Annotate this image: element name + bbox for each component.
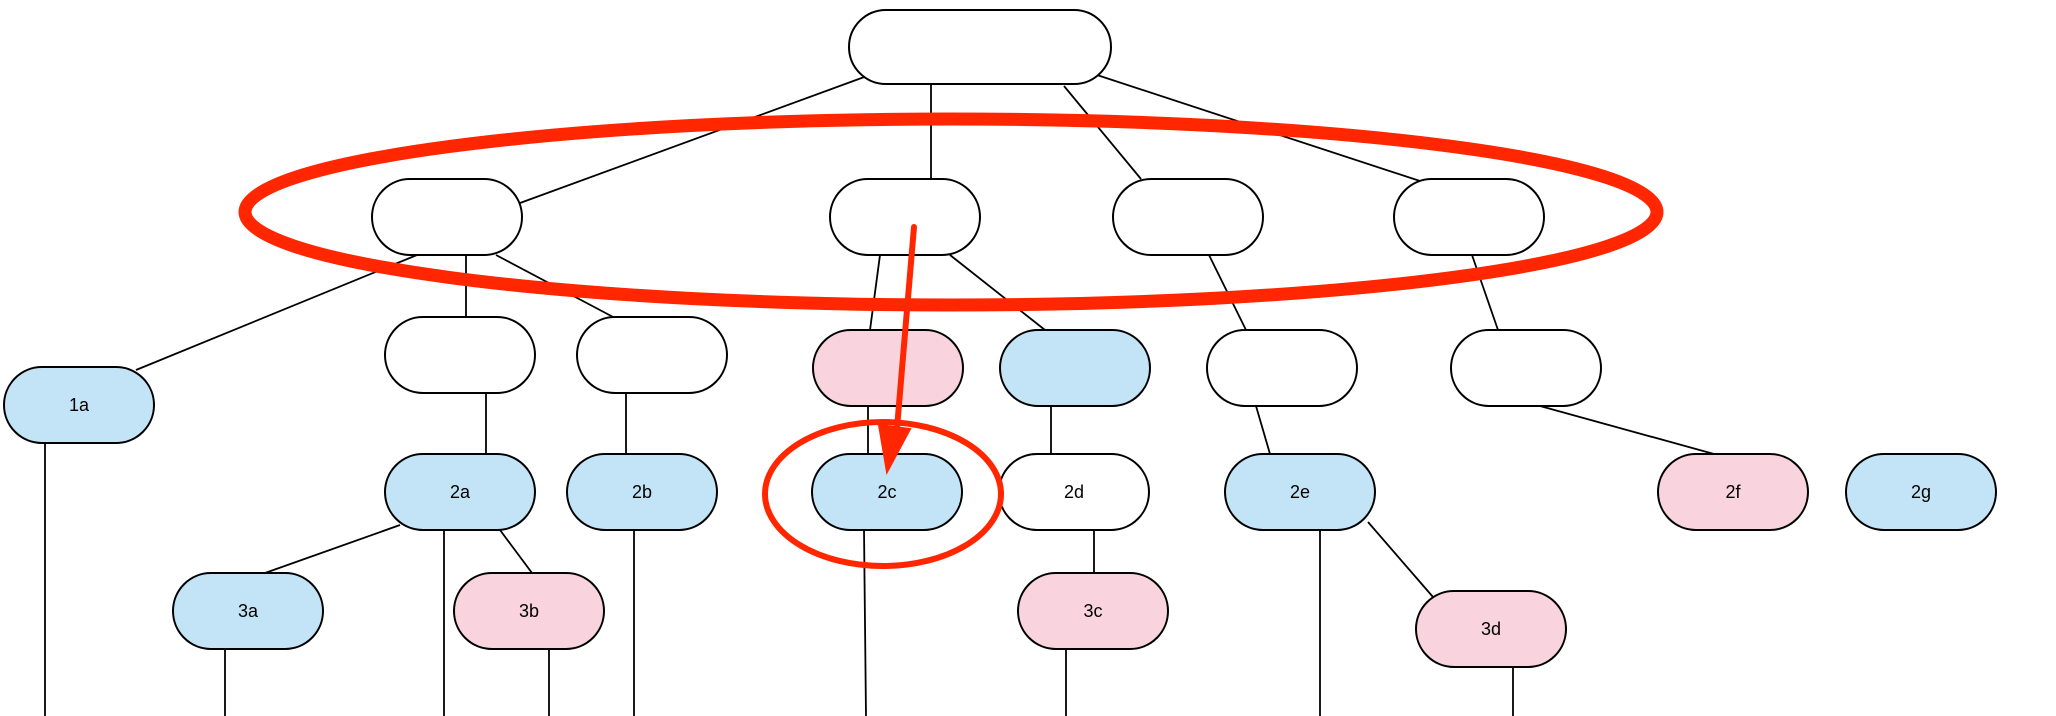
node-label-2d: 2d xyxy=(1064,482,1084,502)
node-mid-d xyxy=(1450,329,1602,407)
node-shape-level1-c xyxy=(1112,178,1264,256)
node-3b: 3b xyxy=(453,572,605,650)
edge-2a-to-3a xyxy=(264,524,401,574)
edge-root-to-level1-a xyxy=(519,75,868,204)
node-root xyxy=(848,9,1112,85)
node-2g: 2g xyxy=(1845,453,1997,531)
red-ellipse-annotation xyxy=(238,112,1664,312)
node-label-3a: 3a xyxy=(238,601,259,621)
node-label-2c: 2c xyxy=(877,482,896,502)
node-shape-mid-a xyxy=(384,316,536,394)
node-label-3b: 3b xyxy=(519,601,539,621)
node-label-1a: 1a xyxy=(69,395,90,415)
node-label-2g: 2g xyxy=(1911,482,1931,502)
node-label-3c: 3c xyxy=(1083,601,1102,621)
node-shape-level1-a xyxy=(371,178,523,256)
node-shape-3a xyxy=(172,572,324,650)
node-mid-c xyxy=(1206,329,1358,407)
node-shape-3d xyxy=(1415,590,1567,668)
node-shape-root xyxy=(848,9,1112,85)
node-shape-2f xyxy=(1657,453,1809,531)
node-label-2b: 2b xyxy=(632,482,652,502)
node-mid-b xyxy=(576,316,728,394)
node-level1-d xyxy=(1393,178,1545,256)
red-circle-annotation xyxy=(762,419,1004,569)
node-shape-mid-c xyxy=(1206,329,1358,407)
node-1a: 1a xyxy=(3,366,155,444)
node-2e: 2e xyxy=(1224,453,1376,531)
edge-root-to-level1-c xyxy=(1063,85,1142,180)
node-shape-1a xyxy=(3,366,155,444)
node-shape-mid-d xyxy=(1450,329,1602,407)
node-shape-mid-blue xyxy=(999,329,1151,407)
node-2c: 2c xyxy=(811,453,963,531)
node-shape-2b xyxy=(566,453,718,531)
edge-level1-d-to-mid-d xyxy=(1471,254,1499,331)
node-shape-2e xyxy=(1224,453,1376,531)
node-label-3d: 3d xyxy=(1481,619,1501,639)
node-shape-mid-b xyxy=(576,316,728,394)
node-mid-a xyxy=(384,316,536,394)
edge-level1-b-to-mid-blue xyxy=(949,254,1046,331)
node-shape-3b xyxy=(453,572,605,650)
node-label-2a: 2a xyxy=(450,482,471,502)
red-arrow-head xyxy=(877,423,912,476)
node-shape-2a xyxy=(384,453,536,531)
edge-2a-to-3b xyxy=(499,529,533,574)
node-label-2e: 2e xyxy=(1290,482,1310,502)
edge-mid-c-to-2e xyxy=(1255,405,1271,455)
node-mid-pink xyxy=(812,329,964,407)
edge-2e-to-3d xyxy=(1367,521,1434,598)
annotations-layer xyxy=(238,112,1664,569)
node-mid-blue xyxy=(999,329,1151,407)
node-3a: 3a xyxy=(172,572,324,650)
edge-continues-offscreen-4 xyxy=(863,529,867,716)
node-shape-3c xyxy=(1017,572,1169,650)
node-2d: 2d xyxy=(998,453,1150,531)
node-2a: 2a xyxy=(384,453,536,531)
nodes-layer: 1a 2a 2b 2c 2d 2e 2f 2g 3a 3b 3c 3d xyxy=(3,9,1997,668)
node-shape-2g xyxy=(1845,453,1997,531)
edge-level1-a-to-1a xyxy=(135,254,418,371)
edges-layer xyxy=(135,74,1715,598)
node-level1-a xyxy=(371,178,523,256)
node-shape-level1-d xyxy=(1393,178,1545,256)
node-label-2f: 2f xyxy=(1725,482,1741,502)
node-level1-b xyxy=(829,178,981,256)
node-3c: 3c xyxy=(1017,572,1169,650)
edge-mid-d-to-2f xyxy=(1539,405,1715,455)
node-3d: 3d xyxy=(1415,590,1567,668)
edge-level1-b-to-mid-pink xyxy=(869,254,881,331)
node-2b: 2b xyxy=(566,453,718,531)
red-arrow-shaft xyxy=(893,224,917,443)
node-2f: 2f xyxy=(1657,453,1809,531)
dangling-edges-layer xyxy=(44,443,1514,716)
node-level1-c xyxy=(1112,178,1264,256)
node-shape-mid-pink xyxy=(812,329,964,407)
node-shape-level1-b xyxy=(829,178,981,256)
